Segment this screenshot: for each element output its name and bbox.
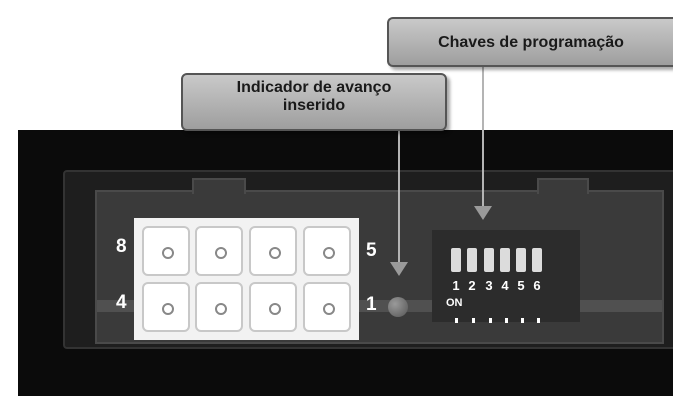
connector-pin-6 (249, 226, 297, 276)
advance-indicator-led (388, 297, 408, 317)
callout-indicator-line1: Indicador de avanço (236, 79, 392, 96)
dip-position-mark (472, 318, 475, 323)
connector-pin-7 (195, 226, 243, 276)
connector-pin-3 (195, 282, 243, 332)
switches-arrow-icon (474, 206, 492, 220)
dip-switch-block (432, 230, 580, 322)
dip-switch-6 (532, 248, 542, 272)
connector-pin-4 (142, 282, 190, 332)
pin-label-1: 1 (366, 294, 377, 315)
pin-label-8: 8 (116, 236, 127, 257)
advance-indicator-callout: Indicador de avanço inserido (181, 73, 447, 131)
switches-leader-line (482, 66, 484, 208)
pin-label-5: 5 (366, 240, 377, 261)
dip-switch-1 (451, 248, 461, 272)
indicator-arrow-icon (390, 262, 408, 276)
callout-indicator-line2: inserido (282, 97, 346, 114)
programming-switches-callout: Chaves de programação (387, 17, 673, 67)
dip-position-mark (489, 318, 492, 323)
dip-on-label: ON (446, 297, 463, 309)
connector-pin-5 (303, 226, 351, 276)
dip-number-5: 5 (517, 278, 525, 293)
dip-position-mark (505, 318, 508, 323)
dip-switch-5 (516, 248, 526, 272)
dip-position-mark (537, 318, 540, 323)
dip-switch-4 (500, 248, 510, 272)
connector-pin-2 (249, 282, 297, 332)
dip-position-mark (521, 318, 524, 323)
panel-tab-right (537, 178, 589, 194)
pin-label-4: 4 (116, 292, 127, 313)
dip-number-3: 3 (485, 278, 493, 293)
dip-position-mark (455, 318, 458, 323)
dip-number-6: 6 (533, 278, 541, 293)
connector-pin-8 (142, 226, 190, 276)
panel-tab-left (192, 178, 246, 194)
dip-switch-3 (484, 248, 494, 272)
indicator-leader-line (398, 130, 400, 262)
callout-switches-label: Chaves de programação (438, 34, 624, 51)
dip-switch-2 (467, 248, 477, 272)
dip-number-2: 2 (468, 278, 476, 293)
connector-pin-1 (303, 282, 351, 332)
dip-number-4: 4 (501, 278, 509, 293)
pin-connector (134, 218, 359, 340)
dip-number-1: 1 (452, 278, 460, 293)
